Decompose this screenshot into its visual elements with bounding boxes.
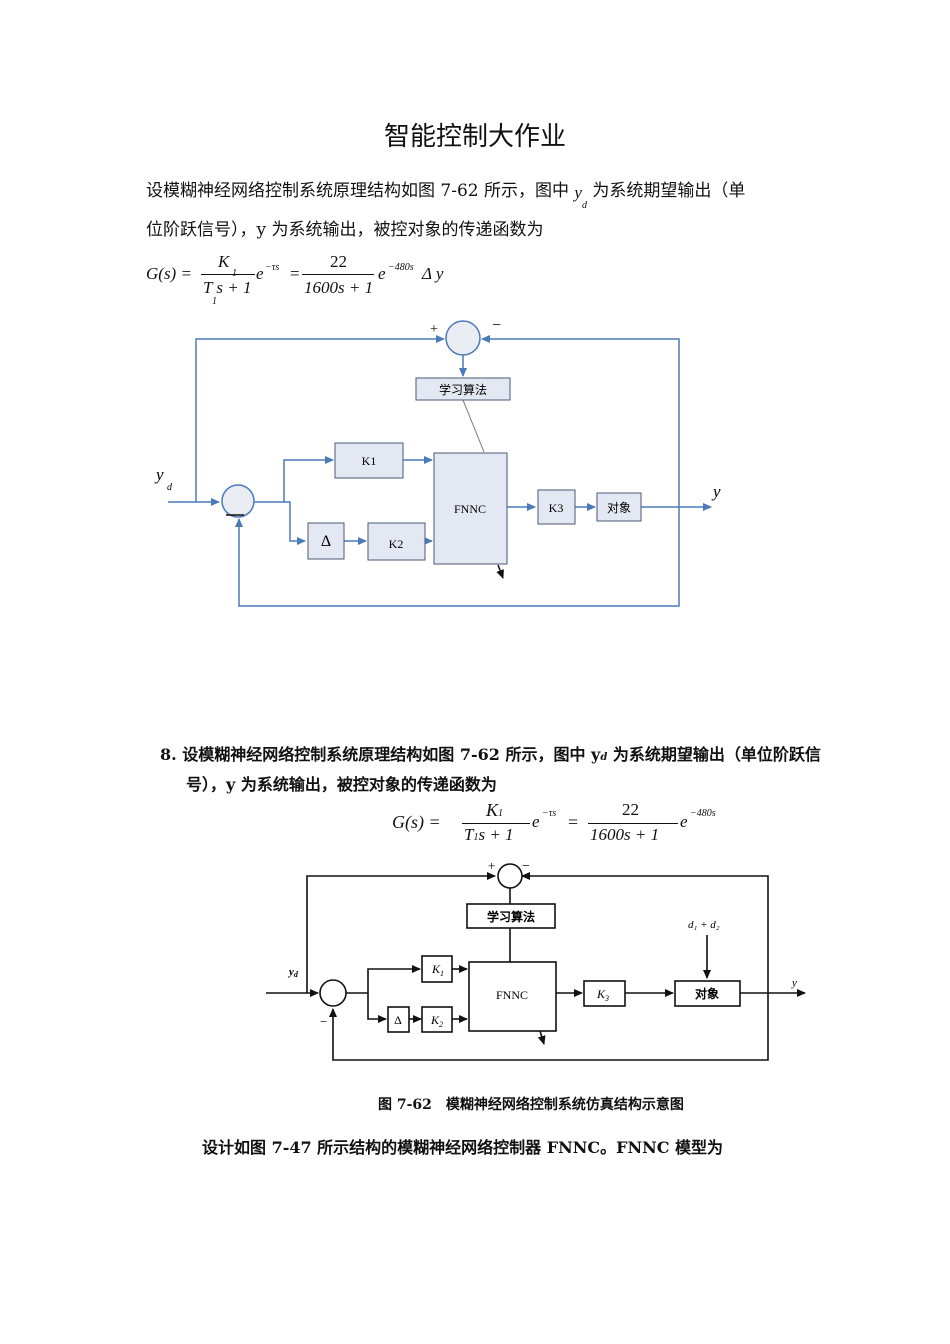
formula1-num1-sub: 1 xyxy=(232,268,237,279)
scan-formula-bar-2 xyxy=(588,823,678,824)
scan-fnnc-label: FNNC xyxy=(496,988,528,1002)
scan-k3-label: K3 xyxy=(596,987,609,1003)
scan-line-1-text-b: 为系统期望输出（单位阶跃信 xyxy=(612,745,821,764)
scan-top-plus: + xyxy=(488,858,495,873)
scan-bottom-line: 设计如图 7-47 所示结构的模糊神经网络控制器 FNNC。FNNC 模型为 xyxy=(202,1138,724,1157)
scan-learning-box xyxy=(466,903,556,929)
scan-top-minus: − xyxy=(522,859,530,874)
plant-label: 对象 xyxy=(607,501,631,515)
learning-algorithm-label: 学习算法 xyxy=(439,382,487,397)
scan-formula-exp2: e xyxy=(680,812,688,831)
formula1-frac-bar-2 xyxy=(302,274,374,275)
scan-formula-num2: 22 xyxy=(622,800,639,819)
formula1-frac-bar-1 xyxy=(201,274,255,275)
scan-question-number: 8. xyxy=(160,745,177,764)
fnnc-adjust-arrow xyxy=(496,564,504,579)
formula1-num2: 22 xyxy=(330,252,347,271)
scan-line-1: 8. 设模糊神经网络控制系统原理结构如图 7-62 所示，图中 yd 为系统期望… xyxy=(160,741,821,765)
scan-disturbance-label: d₁ + d₂ xyxy=(688,919,720,931)
top-summing-junction xyxy=(445,320,481,356)
scan-line-2: 号），y 为系统输出，被控对象的传递函数为 xyxy=(186,775,497,794)
scan-lower-junction xyxy=(319,979,347,1007)
k3-label: K3 xyxy=(549,501,564,515)
formula1-equals: = xyxy=(290,264,300,283)
intro-var-y: y xyxy=(574,183,582,202)
k1-label: K1 xyxy=(362,454,377,468)
scan-formula-equals: = xyxy=(568,812,579,832)
top-plus-sign: + xyxy=(430,322,438,337)
scan-formula-exp2-power: −480s xyxy=(690,808,716,819)
intro-line-1: 设模糊神经网络控制系统原理结构如图 7-62 所示，图中 yd 为系统期望输出（… xyxy=(146,176,746,211)
scan-top-junction xyxy=(497,863,523,889)
scan-formula-exp1: e xyxy=(532,812,540,831)
learning-algorithm-box xyxy=(415,377,511,401)
scan-delta-label: Δ xyxy=(394,1013,402,1027)
fnnc-box xyxy=(433,452,508,565)
scan-figure-caption: 图 7-62 模糊神经网络控制系统仿真结构示意图 xyxy=(378,1097,684,1113)
scan-k1-label: K1 xyxy=(431,962,444,978)
formula1-tail: Δ y xyxy=(422,264,444,283)
k2-box xyxy=(367,522,426,561)
scan-output-label: y xyxy=(791,977,797,989)
scan-lower-minus: − xyxy=(320,1014,327,1029)
k2-label: K2 xyxy=(389,537,404,551)
scan-plant-box xyxy=(674,980,741,1007)
wire-to-delta xyxy=(284,501,306,545)
delta-label: Δ xyxy=(321,533,331,550)
formula1-num1: K xyxy=(218,252,230,271)
output-label: y xyxy=(711,482,721,501)
plant-box xyxy=(596,492,642,522)
scan-k2-label: K2 xyxy=(430,1013,443,1029)
scan-input-label: yd xyxy=(287,966,299,979)
scan-formula-den1: T1s + 1 xyxy=(464,825,514,844)
intro-var-d: d xyxy=(581,200,587,211)
wire-feedback-bottom xyxy=(235,507,680,607)
control-diagram-2: + − 学习算法 − K1 Δ K2 FNNC K3 对象 d₁ + d₂ yd… xyxy=(266,858,806,1061)
scan-fnnc-box xyxy=(468,961,557,1032)
formula1-exp1-power: −τs xyxy=(265,262,280,273)
delta-box xyxy=(307,522,345,560)
scan-line-1-text: 设模糊神经网络控制系统原理结构如图 7-62 所示，图中 y xyxy=(182,745,601,764)
scan-formula-exp1-power: −τs xyxy=(542,808,557,819)
control-diagram-1: + − 学习算法 K1 Δ K2 FNNC K3 对象 y d y xyxy=(154,317,721,607)
page-title: 智能控制大作业 xyxy=(383,122,566,152)
formula1-den1-sub: 1 xyxy=(212,296,217,307)
scan-line-1-sub: d xyxy=(600,752,608,763)
intro-text-b: 为系统期望输出（单 xyxy=(592,181,746,201)
scan-delta-box xyxy=(387,1006,410,1033)
scan-k2-box xyxy=(421,1006,453,1033)
scan-k3-box xyxy=(583,980,626,1007)
formula1-exp2-power: −480s xyxy=(388,262,414,273)
formula1-exp1: e xyxy=(256,264,264,283)
scan-formula-lhs: G(s) = xyxy=(392,812,441,832)
wire-to-k1 xyxy=(254,456,334,503)
wire-yd-top xyxy=(195,335,445,502)
intro-line-2: 位阶跃信号），y 为系统输出，被控对象的传递函数为 xyxy=(146,220,544,240)
scan-k1-box xyxy=(421,955,453,983)
scan-formula-bar-1 xyxy=(462,823,530,824)
formula1-den2: 1600s + 1 xyxy=(304,278,374,297)
k1-box xyxy=(334,442,404,479)
wire-y-top xyxy=(481,335,680,507)
scan-formula-num1: K1 xyxy=(486,800,504,820)
input-label: y xyxy=(154,465,164,484)
input-label-sub: d xyxy=(167,482,173,493)
lower-summing-junction xyxy=(221,484,255,518)
formula1-lhs: G(s) = xyxy=(146,264,192,283)
scan-plant-label: 对象 xyxy=(695,986,719,1001)
scan-learning-label: 学习算法 xyxy=(487,909,535,924)
k3-box xyxy=(537,489,576,525)
fnnc-label: FNNC xyxy=(454,502,486,516)
scan-formula-den2: 1600s + 1 xyxy=(590,825,660,844)
wire-learning-fnnc xyxy=(462,399,485,453)
formula1-exp2: e xyxy=(378,264,386,283)
top-minus-sign: − xyxy=(492,317,501,334)
formula1-den1: T s + 1 xyxy=(203,278,252,297)
intro-text-a: 设模糊神经网络控制系统原理结构如图 7-62 所示，图中 xyxy=(146,181,569,201)
